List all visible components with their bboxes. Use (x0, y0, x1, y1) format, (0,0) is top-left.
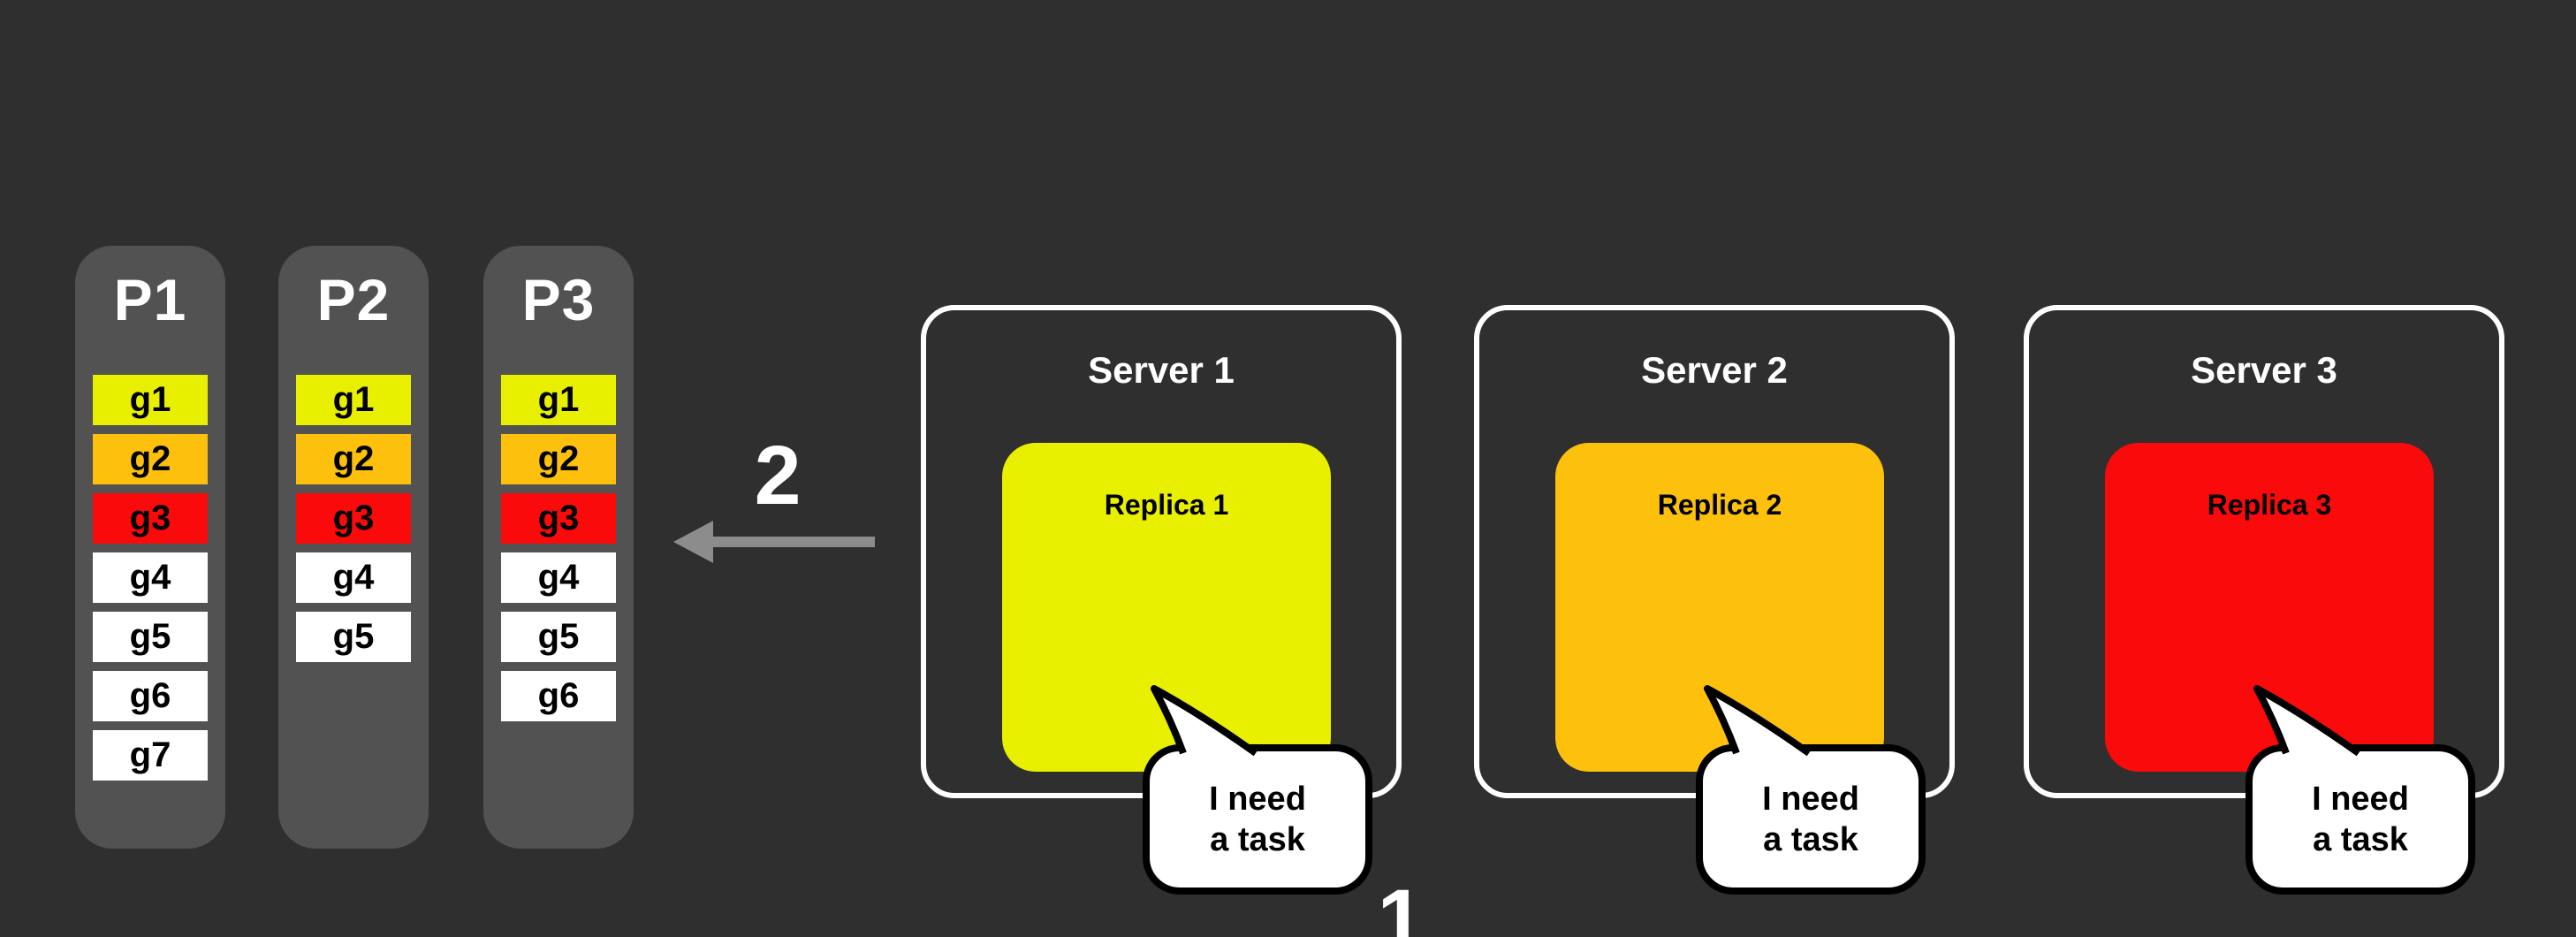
arrow-left-icon (673, 521, 875, 563)
server-title: Server 1 (1088, 349, 1235, 391)
task-chip: g6 (93, 671, 208, 721)
server-box-3: Server 3 Replica 3 (2024, 305, 2504, 798)
partition-title: P3 (521, 267, 596, 332)
speech-tail-icon (1704, 685, 1812, 757)
task-chip: g4 (296, 552, 411, 603)
speech-tail-icon (1151, 685, 1258, 757)
bubble-text-line: I need (2312, 781, 2409, 818)
task-chip: g7 (93, 730, 208, 781)
step-1-label: 1 (1377, 872, 1425, 937)
task-chip: g5 (93, 612, 208, 662)
server-box-1: Server 1 Replica 1 (921, 305, 1402, 798)
replica-box-1: Replica 1 (1002, 443, 1331, 772)
task-chip: g2 (296, 434, 411, 484)
speech-bubble-1: I need a task (1143, 744, 1372, 895)
server-title: Server 3 (2191, 349, 2337, 391)
bubble-text-line: a task (2313, 821, 2408, 858)
task-chip: g2 (93, 434, 208, 484)
task-chip: g3 (93, 493, 208, 544)
server-title: Server 2 (1641, 349, 1788, 391)
partition-title: P1 (113, 267, 187, 332)
partition-title: P2 (316, 267, 391, 332)
task-chip: g1 (296, 375, 411, 425)
replica-box-3: Replica 3 (2105, 443, 2434, 772)
task-chip: g3 (501, 493, 616, 544)
step-2-label: 2 (754, 429, 802, 522)
task-chip: g3 (296, 493, 411, 544)
speech-bubble-2: I need a task (1696, 744, 1926, 895)
task-chip: g4 (93, 552, 208, 603)
bubble-text-line: I need (1209, 781, 1306, 818)
task-chip: g6 (501, 671, 616, 721)
partition-p1: P1 g1 g2 g3 g4 g5 g6 g7 (75, 246, 225, 849)
replica-title: Replica 3 (2207, 489, 2332, 521)
speech-bubble-3: I need a task (2245, 744, 2475, 895)
task-chip: g5 (501, 612, 616, 662)
replica-title: Replica 1 (1104, 489, 1229, 521)
task-chip: g1 (501, 375, 616, 425)
bubble-text-line: I need (1762, 781, 1859, 818)
bubble-text-line: a task (1210, 821, 1305, 858)
task-chip: g1 (93, 375, 208, 425)
speech-tail-icon (2253, 685, 2361, 757)
replica-title: Replica 2 (1657, 489, 1782, 521)
bubble-text-line: a task (1763, 821, 1858, 858)
task-chip: g2 (501, 434, 616, 484)
task-chip: g4 (501, 552, 616, 603)
partition-p2: P2 g1 g2 g3 g4 g5 (278, 246, 429, 849)
partition-p3: P3 g1 g2 g3 g4 g5 g6 (483, 246, 634, 849)
task-chip: g5 (296, 612, 411, 662)
